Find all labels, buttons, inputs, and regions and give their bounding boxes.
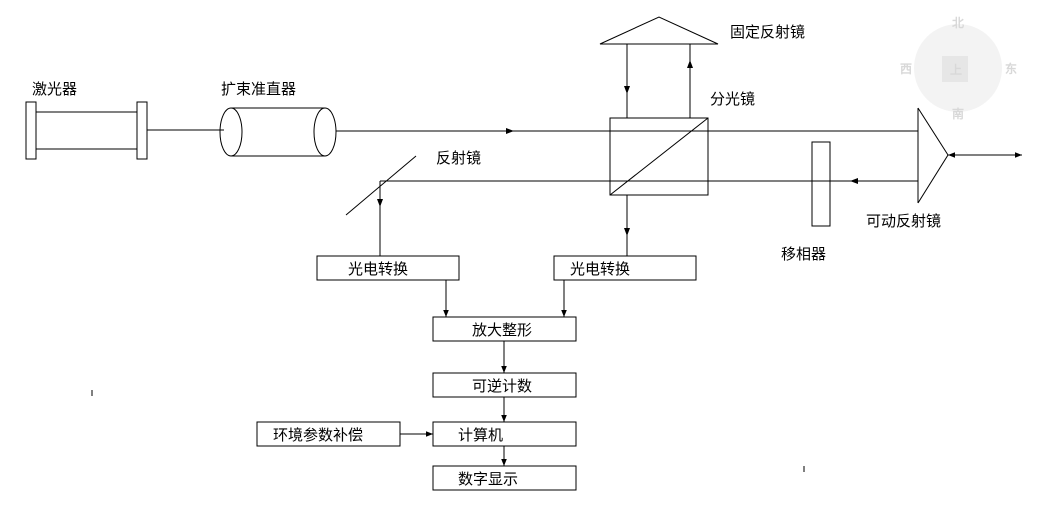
laser-body	[35, 111, 138, 150]
env-comp-label: 环境参数补偿	[273, 426, 363, 444]
beam-fixed-up-arrow	[687, 60, 693, 68]
compass-center: 上	[950, 62, 962, 77]
amplify-label: 放大整形	[472, 321, 532, 339]
beam-expander-label: 扩束准直器	[221, 80, 296, 98]
compass-watermark: 北 南 西 东 上	[900, 15, 1017, 121]
beam-fixed-down-arrow	[624, 86, 630, 94]
laser	[25, 101, 148, 160]
expander-lens-right	[313, 107, 337, 157]
photo-converter-left-box	[316, 255, 460, 281]
beam-splitter-label: 分光镜	[710, 90, 755, 108]
fixed-mirror-prism	[599, 16, 719, 45]
phase-shifter-label: 移相器	[781, 245, 826, 263]
laser-label: 激光器	[32, 80, 77, 98]
beam-return-arrow	[850, 178, 858, 184]
beam-to-photo-right-arrow	[624, 228, 630, 236]
beam-splitter-cube	[609, 117, 709, 196]
beam-splitter	[609, 117, 709, 196]
computer-label: 计算机	[458, 426, 503, 444]
laser-right-cap	[136, 101, 148, 160]
movable-mirror-top	[917, 107, 949, 156]
compass-south: 南	[952, 106, 964, 121]
movable-mirror-label: 可动反射镜	[866, 212, 941, 230]
photo-converter-right-label: 光电转换	[570, 260, 630, 278]
reflector-mirror	[345, 155, 417, 216]
compass-center-box	[942, 56, 968, 82]
phase-shifter	[811, 141, 831, 227]
beam-direction-arrow	[506, 128, 514, 134]
beam-expander	[219, 107, 337, 157]
fixed-mirror-label: 固定反射镜	[730, 23, 805, 41]
beam-to-photo-left-arrow	[377, 199, 383, 207]
expander-lens-left	[219, 107, 243, 157]
display-box	[432, 465, 577, 491]
counter-label: 可逆计数	[472, 377, 532, 395]
reflector-mirror-label: 反射镜	[436, 149, 481, 167]
movable-mirror	[917, 107, 949, 204]
fixed-mirror	[599, 16, 719, 45]
photo-converter-left-label: 光电转换	[348, 260, 408, 278]
beam-splitter-diagonal	[609, 117, 709, 196]
compass-north: 北	[952, 15, 964, 30]
laser-left-cap	[25, 101, 37, 160]
photo-converter-right-box	[553, 255, 697, 281]
compass-east: 东	[1005, 61, 1017, 76]
movable-mirror-bottom	[917, 154, 949, 204]
compass-west: 西	[900, 62, 912, 76]
display-label: 数字显示	[458, 470, 518, 488]
computer-box	[432, 421, 577, 447]
